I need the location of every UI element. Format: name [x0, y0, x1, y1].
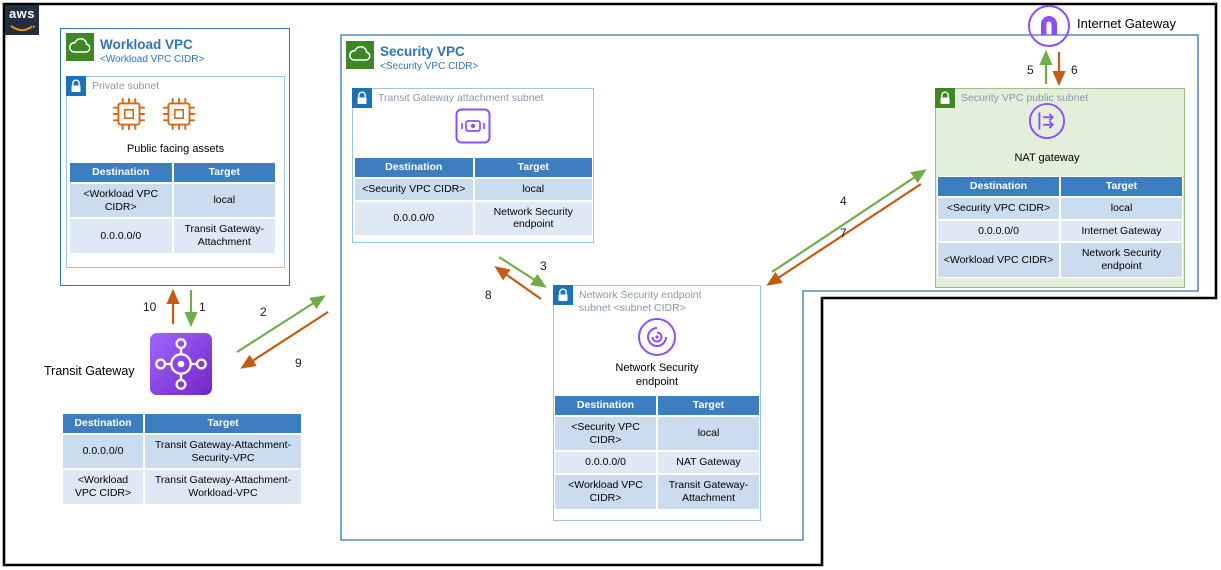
transit-gateway-attachment-icon [455, 108, 491, 149]
public-subnet-icon [935, 88, 955, 113]
column-header-target: Target [1060, 176, 1183, 197]
ns-endpoint-label: Network Security endpoint [615, 362, 699, 388]
table-cell: Network Security endpoint [1060, 242, 1183, 278]
security-vpc-title: Security VPC [380, 44, 465, 59]
column-header-target: Target [473, 157, 593, 178]
tgw-attachment-subnet-box [352, 88, 594, 243]
aws-logo: aws [5, 5, 39, 35]
column-header-target: Target [657, 395, 760, 416]
transit-gateway-route-table: Destination Target 0.0.0.0/0 Transit Gat… [62, 413, 302, 505]
network-security-endpoint-icon [637, 317, 677, 362]
table-cell: Transit Gateway-Attachment-Workload-VPC [144, 469, 302, 505]
table-row: <Security VPC CIDR> local [554, 415, 760, 452]
public-subnet-title: Security VPC public subnet [961, 92, 1089, 104]
column-header-destination: Destination [937, 176, 1060, 197]
table-cell: 0.0.0.0/0 [69, 218, 173, 254]
transit-gateway-label: Transit Gateway [44, 364, 135, 378]
flow-arrow-4 [771, 169, 927, 273]
table-cell: 0.0.0.0/0 [62, 433, 144, 470]
table-cell: Transit Gateway-Attachment [172, 218, 276, 254]
internet-gateway-icon [1027, 4, 1071, 53]
table-cell: <Security VPC CIDR> [937, 196, 1060, 220]
ns-endpoint-route-table: Destination Target <Security VPC CIDR> l… [554, 395, 760, 510]
aws-logo-text: aws [8, 6, 36, 21]
public-facing-assets-label: Public facing assets [126, 143, 225, 155]
tgw-attachment-subnet-icon [352, 88, 372, 113]
table-row: <Security VPC CIDR> local [354, 177, 593, 201]
table-cell: <Workload VPC CIDR> [62, 469, 144, 505]
flow-step-label-4: 4 [840, 194, 847, 208]
column-header-destination: Destination [554, 395, 657, 416]
table-cell: 0.0.0.0/0 [554, 451, 657, 475]
table-row: <Workload VPC CIDR> local [69, 182, 276, 219]
ns-endpoint-subnet-title: Network Security endpoint subnet <subnet… [579, 289, 702, 315]
table-cell: <Security VPC CIDR> [554, 415, 657, 452]
security-vpc-cidr: <Security VPC CIDR> [380, 61, 479, 72]
flow-step-label-9: 9 [295, 356, 302, 370]
table-cell: local [473, 177, 593, 201]
workload-vpc-icon [66, 33, 94, 66]
flow-step-label-1: 1 [199, 300, 206, 314]
flow-arrow-3 [498, 256, 547, 288]
transit-gateway-icon [150, 333, 212, 400]
table-cell: Internet Gateway [1060, 219, 1183, 243]
workload-vpc-cidr: <Workload VPC CIDR> [100, 54, 205, 65]
tgw-attachment-route-table: Destination Target <Security VPC CIDR> l… [354, 157, 593, 237]
table-cell: 0.0.0.0/0 [354, 200, 474, 237]
flow-step-label-10: 10 [143, 300, 157, 314]
server-chip-icon [160, 95, 198, 138]
table-cell: <Workload VPC CIDR> [937, 242, 1060, 278]
table-cell: Transit Gateway-Attachment [657, 474, 760, 510]
table-row: 0.0.0.0/0 NAT Gateway [554, 451, 760, 475]
table-cell: local [1060, 196, 1183, 220]
flow-step-label-7: 7 [840, 226, 847, 240]
table-cell: <Workload VPC CIDR> [554, 474, 657, 510]
table-cell: NAT Gateway [657, 451, 760, 475]
flow-step-label-5: 5 [1027, 63, 1034, 77]
table-row: <Workload VPC CIDR> Transit Gateway-Atta… [554, 474, 760, 510]
table-row: <Workload VPC CIDR> Network Security end… [937, 242, 1183, 278]
column-header-target: Target [144, 413, 302, 434]
table-row: <Workload VPC CIDR> Transit Gateway-Atta… [62, 469, 302, 505]
table-cell: local [172, 182, 276, 219]
table-cell: <Workload VPC CIDR> [69, 182, 173, 219]
table-row: <Security VPC CIDR> local [937, 196, 1183, 220]
ns-endpoint-subnet-box [553, 285, 761, 521]
server-chip-icon [110, 95, 148, 138]
workload-vpc-title: Workload VPC [100, 37, 193, 52]
flow-arrow-9 [240, 311, 329, 369]
flow-arrow-8 [494, 266, 542, 300]
flow-step-label-8: 8 [485, 288, 492, 302]
table-cell: <Security VPC CIDR> [354, 177, 474, 201]
table-row: 0.0.0.0/0 Transit Gateway-Attachment-Sec… [62, 433, 302, 470]
table-cell: Network Security endpoint [473, 200, 593, 237]
table-row: 0.0.0.0/0 Transit Gateway-Attachment [69, 218, 276, 254]
ns-endpoint-subnet-icon [553, 285, 573, 310]
tgw-attachment-subnet-title: Transit Gateway attachment subnet [378, 92, 544, 104]
column-header-destination: Destination [69, 162, 173, 183]
table-cell: 0.0.0.0/0 [937, 219, 1060, 243]
security-vpc-icon [346, 41, 374, 74]
public-subnet-route-table: Destination Target <Security VPC CIDR> l… [937, 176, 1183, 278]
table-row: 0.0.0.0/0 Network Security endpoint [354, 200, 593, 237]
column-header-destination: Destination [62, 413, 144, 434]
private-subnet-title: Private subnet [92, 80, 160, 92]
nat-gateway-label: NAT gateway [1014, 152, 1080, 164]
aws-smile-icon [10, 25, 36, 32]
workload-vpc-box [60, 28, 290, 286]
table-cell: Transit Gateway-Attachment-Security-VPC [144, 433, 302, 470]
column-header-target: Target [172, 162, 276, 183]
flow-arrow-2 [236, 295, 326, 353]
table-cell: local [657, 415, 760, 452]
workload-route-table: Destination Target <Workload VPC CIDR> l… [69, 162, 276, 254]
private-subnet-icon [66, 76, 86, 101]
column-header-destination: Destination [354, 157, 474, 178]
table-row: 0.0.0.0/0 Internet Gateway [937, 219, 1183, 243]
flow-step-label-6: 6 [1071, 63, 1078, 77]
private-subnet-box [66, 76, 285, 268]
nat-gateway-icon [1028, 102, 1066, 145]
internet-gateway-label: Internet Gateway [1077, 16, 1176, 31]
flow-step-label-2: 2 [260, 305, 267, 319]
flow-step-label-3: 3 [540, 259, 547, 273]
